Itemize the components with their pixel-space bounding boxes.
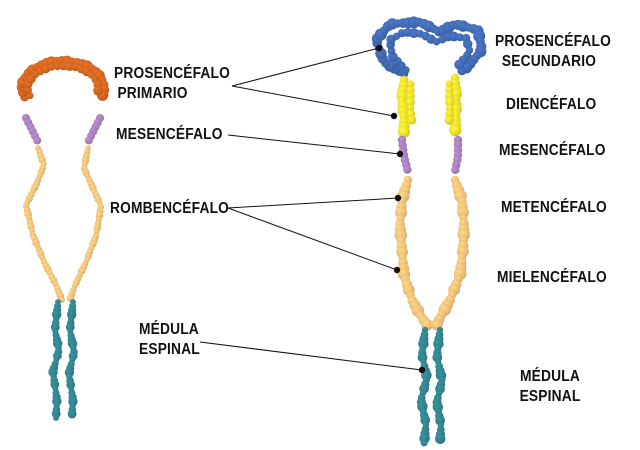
leader-mesencephalon-endpoint [396, 150, 404, 158]
label-myelencephalon: MIELENCÉFALO [497, 269, 607, 286]
leader-prosencephalon-telencephalon-endpoint [375, 44, 383, 52]
label-primary-midbrain: MESENCÉFALO [116, 126, 223, 143]
leader-spinal-cord-endpoint [418, 366, 426, 374]
midbrain-bead [33, 136, 42, 145]
diencephalon-bead [446, 104, 454, 112]
leader-rhombencephalon-myelencephalon-endpoint [393, 266, 401, 274]
leader-mesencephalon [227, 134, 401, 155]
diencephalon-bead [406, 104, 415, 112]
spinal-cord-bead [53, 415, 59, 421]
label-secondary-midbrain: MESENCÉFALO [499, 142, 606, 159]
leader-rhombencephalon-metencephalon-endpoint [394, 194, 402, 202]
leader-spinal-cord [199, 341, 423, 371]
spinal-cord-bead [67, 409, 77, 419]
leader-prosencephalon-diencephalon [231, 85, 395, 117]
label-diencephalon: DIENCÉFALO [506, 96, 597, 113]
leader-rhombencephalon-metencephalon [227, 197, 399, 209]
secondary-vesicles-embryo [371, 16, 487, 447]
diencephalon-bead [405, 97, 415, 107]
spinal-cord-bead [420, 439, 428, 447]
leader-rhombencephalon-myelencephalon [227, 207, 398, 271]
leader-prosencephalon-telencephalon [231, 47, 380, 87]
diencephalon-bead [407, 80, 415, 88]
forebrain-bead [47, 63, 56, 71]
diencephalon-bead [407, 115, 417, 125]
primary-vesicles-embryo [16, 55, 110, 421]
telencephalon-bead [387, 47, 396, 55]
leader-lines [199, 44, 426, 374]
label-metencephalon: METENCÉFALO [501, 199, 607, 216]
diencephalon-bead [445, 97, 455, 107]
midbrain-bead [84, 136, 93, 145]
label-secondary-spinal-cord: MÉDULA ESPINAL [519, 368, 581, 405]
diencephalon-bead [445, 80, 453, 88]
telencephalon-bead [409, 28, 419, 38]
label-hindbrain: ROMBENCÉFALO [110, 200, 230, 217]
midbrain-bead [403, 165, 412, 174]
spinal-cord-bead [434, 433, 446, 445]
diencephalon-bead [397, 125, 411, 138]
leader-prosencephalon-diencephalon-endpoint [390, 112, 398, 120]
telencephalon-bead [454, 59, 465, 70]
telencephalon-bead [449, 31, 459, 42]
diencephalon-bead [449, 123, 462, 137]
label-primary-spinal-cord: MÉDULA ESPINAL [139, 321, 200, 358]
label-primary-forebrain: PROSENCÉFALO PRIMARIO [114, 65, 230, 102]
diencephalon-bead [444, 115, 454, 125]
midbrain-bead [451, 165, 460, 174]
forebrain-bead [93, 85, 103, 96]
label-secondary-forebrain: PROSENCÉFALO SECUNDARIO [495, 33, 611, 70]
